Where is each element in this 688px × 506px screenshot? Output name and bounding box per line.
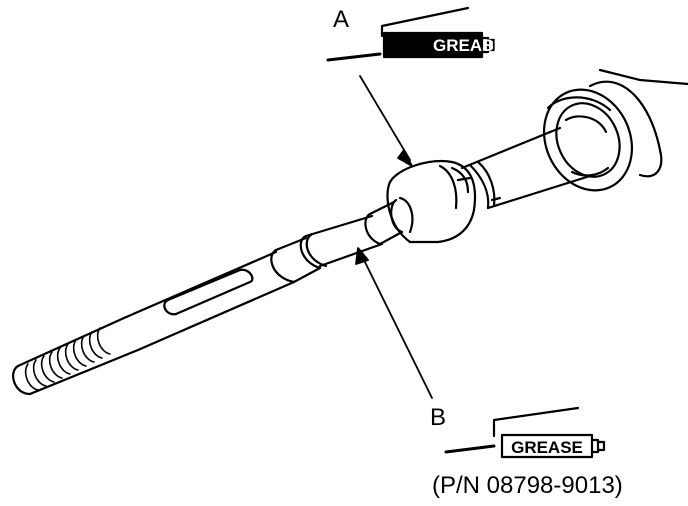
rod-threads xyxy=(24,327,111,391)
rack-housing xyxy=(542,68,688,192)
grease-gun-a-icon xyxy=(326,6,496,62)
rack-collar xyxy=(270,232,328,284)
callout-b: B xyxy=(430,404,447,431)
leader-lines xyxy=(355,75,433,399)
ball-joint-socket xyxy=(386,160,477,244)
grease-label-b: GREASE xyxy=(511,438,583,457)
grease-label-a: GREASE xyxy=(433,36,505,55)
tie-rod xyxy=(12,250,296,396)
callout-a: A xyxy=(333,6,350,33)
grease-gun-b-icon xyxy=(444,406,606,459)
boot-tube xyxy=(460,126,592,210)
part-number-label: (P/N 08798-9013) xyxy=(432,472,623,499)
inner-tie-rod-shaft xyxy=(304,200,404,268)
